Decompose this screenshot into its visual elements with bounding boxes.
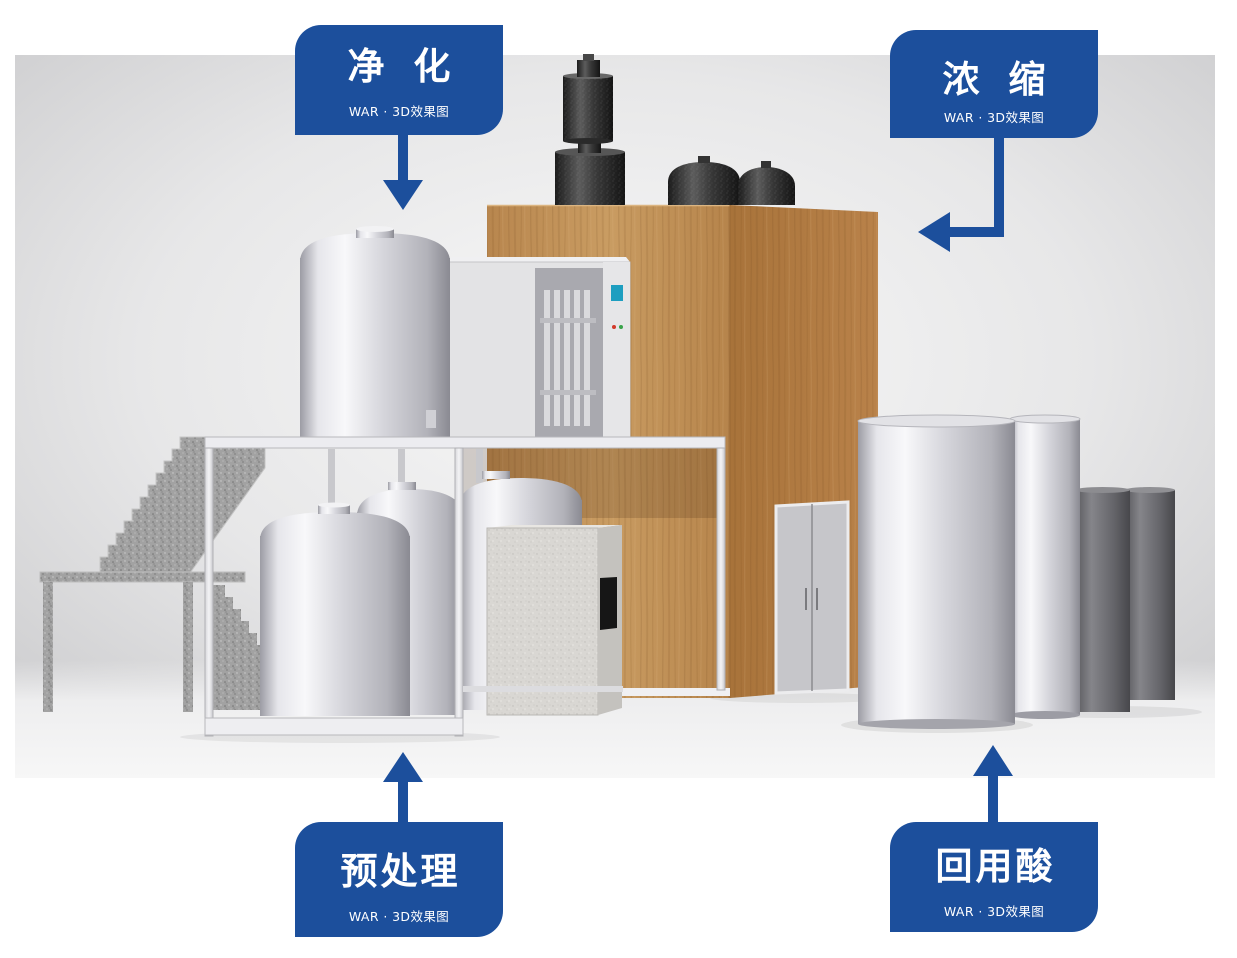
frame-back-beam xyxy=(463,686,623,692)
arrow-left-icon xyxy=(918,138,1004,252)
staircase xyxy=(39,436,266,712)
label-title: 预处理 xyxy=(340,850,461,893)
indicator-red xyxy=(612,325,616,329)
cabinet-display xyxy=(611,285,623,301)
top-black-column xyxy=(555,54,625,205)
tower-doors xyxy=(774,500,850,695)
white-cylinder-back xyxy=(1009,414,1081,719)
indicator-green xyxy=(619,325,623,329)
label-title: 浓 缩 xyxy=(942,58,1054,101)
arrow-up-icon xyxy=(383,752,423,822)
label-subtitle: WAR · 3D效果图 xyxy=(943,904,1045,919)
arrow-down-icon xyxy=(383,135,423,210)
top-black-dome-left xyxy=(668,156,740,205)
stairs-upper-flight xyxy=(99,436,266,574)
white-cylinder-front xyxy=(857,414,1016,729)
frame-bottom-beam xyxy=(204,717,464,736)
upper-storage-tank xyxy=(300,226,450,440)
tower-base-ledge xyxy=(622,688,730,696)
frame-middle-post xyxy=(454,447,464,737)
lower-tank-front xyxy=(260,502,410,716)
dark-cylinder-front xyxy=(1075,487,1130,712)
label-title: 回用酸 xyxy=(935,845,1056,888)
top-black-dome-right xyxy=(738,161,795,205)
cabinet-bars xyxy=(540,290,596,426)
door-handle-right xyxy=(816,588,818,610)
stairs-landing xyxy=(39,571,246,583)
landing-leg-right xyxy=(183,582,193,712)
dark-cylinder-back xyxy=(1125,487,1175,700)
label-purification: 净 化 WAR · 3D效果图 xyxy=(295,25,503,135)
cabinet-screen xyxy=(600,577,617,630)
label-concentration: 浓 缩 WAR · 3D效果图 xyxy=(890,30,1098,138)
landing-leg-left xyxy=(43,582,53,712)
door-handle-left xyxy=(805,588,807,610)
frame-right-post xyxy=(716,447,726,691)
upper-control-cabinet xyxy=(447,257,631,438)
frame-top-beam xyxy=(204,436,726,449)
label-pretreatment: 预处理 WAR · 3D效果图 xyxy=(295,822,503,937)
label-subtitle: WAR · 3D效果图 xyxy=(348,104,450,119)
frame-left-post xyxy=(204,447,214,737)
arrow-up-icon xyxy=(973,745,1013,822)
label-acid-recovery: 回用酸 WAR · 3D效果图 xyxy=(890,822,1098,932)
label-subtitle: WAR · 3D效果图 xyxy=(348,909,450,924)
platform-support-poles xyxy=(328,449,483,521)
stairs-lower-flight xyxy=(213,585,265,710)
platform-frame xyxy=(204,436,726,737)
label-title: 净 化 xyxy=(347,45,459,88)
lower-control-cabinet xyxy=(486,525,622,716)
label-subtitle: WAR · 3D效果图 xyxy=(943,110,1045,125)
